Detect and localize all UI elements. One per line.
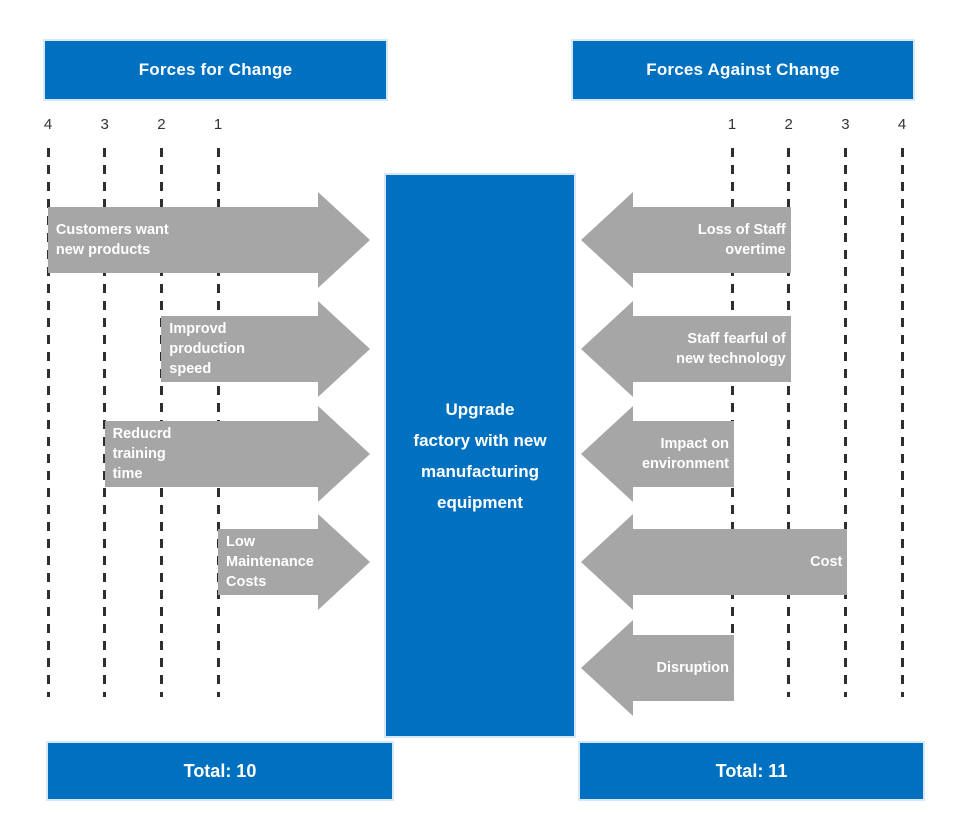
force-label: Disruption — [656, 660, 730, 676]
arrow-head-left-icon — [581, 514, 633, 610]
force-arrow-against-change: Impact on environment — [633, 421, 734, 487]
scale-number: 1 — [727, 116, 737, 133]
scale-dashed-line — [900, 148, 904, 697]
force-label: Cost — [810, 554, 843, 570]
scale-number: 1 — [213, 116, 223, 133]
force-arrow-for-change: Low Maintenance Costs — [218, 529, 318, 595]
force-label: Reducrd training time — [112, 426, 172, 482]
scale-dashed-line — [843, 148, 847, 697]
scale-dashed-line — [787, 148, 791, 697]
arrow-head-left-icon — [581, 301, 633, 397]
force-label: Impact on environment — [641, 436, 729, 472]
force-arrow-for-change: Customers want new products — [47, 207, 318, 273]
scale-number: 4 — [43, 116, 53, 133]
force-arrow-against-change: Cost — [633, 529, 848, 595]
scale-number: 2 — [157, 116, 166, 133]
forces-against-change-header: Forces Against Change — [573, 41, 913, 99]
force-label: Improvd production speed — [169, 321, 246, 377]
force-label: Low Maintenance Costs — [226, 534, 314, 590]
force-label: Loss of Staff overtime — [697, 222, 786, 258]
forces-for-change-header: Forces for Change — [45, 41, 386, 99]
arrow-head-left-icon — [581, 192, 633, 288]
force-label: Customers want new products — [55, 222, 169, 258]
arrow-head-right-icon — [318, 406, 370, 502]
scale-dashed-line — [46, 148, 50, 697]
arrow-head-left-icon — [581, 406, 633, 502]
scale-number: 2 — [784, 116, 793, 133]
arrow-head-right-icon — [318, 301, 370, 397]
arrow-head-right-icon — [318, 514, 370, 610]
force-label: Staff fearful of new technology — [676, 331, 786, 367]
scale-number: 4 — [897, 116, 907, 133]
scale-number: 3 — [841, 116, 850, 133]
force-arrow-against-change: Loss of Staff overtime — [633, 207, 791, 273]
force-arrow-against-change: Disruption — [633, 635, 734, 701]
arrow-head-left-icon — [581, 620, 633, 716]
force-arrow-for-change: Improvd production speed — [161, 316, 318, 382]
change-goal-box: Upgrade factory with new manufacturing e… — [386, 175, 574, 736]
arrow-head-right-icon — [318, 192, 370, 288]
force-arrow-for-change: Reducrd training time — [104, 421, 318, 487]
scale-number: 3 — [100, 116, 109, 133]
force-arrow-against-change: Staff fearful of new technology — [633, 316, 791, 382]
total-for-change: Total: 10 — [48, 743, 392, 799]
total-against-change: Total: 11 — [580, 743, 923, 799]
